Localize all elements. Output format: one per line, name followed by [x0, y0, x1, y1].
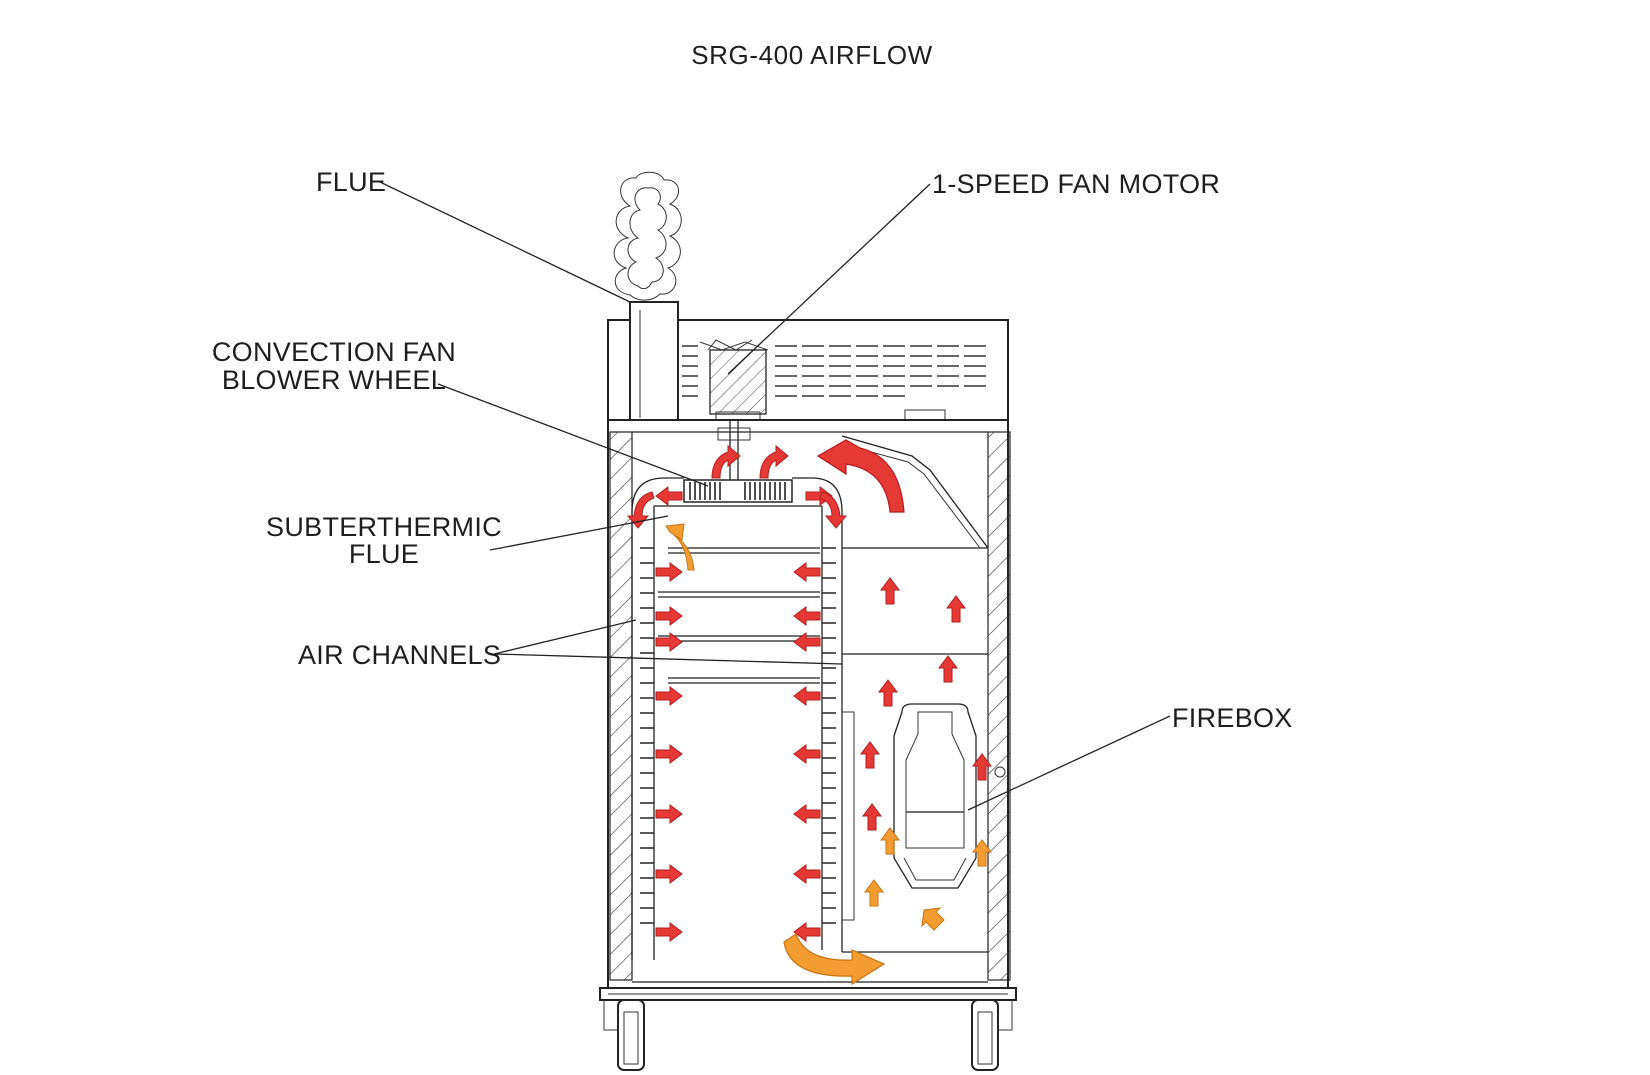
hot-air-curl-right — [759, 444, 789, 479]
airflow-arrows — [626, 439, 992, 986]
hot-air-arrow — [793, 606, 821, 626]
air-channel-leader-2 — [493, 653, 843, 665]
leader-lines — [379, 181, 1171, 811]
hot-air-arrow — [655, 486, 683, 506]
label-fan-motor: 1-SPEED FAN MOTOR — [932, 169, 1220, 199]
hot-air-up-arrow — [862, 803, 882, 831]
hot-air-arrow — [793, 686, 821, 706]
hot-air-up-arrow — [860, 741, 880, 769]
hot-air-up-arrow — [878, 679, 898, 707]
vent-louvers — [682, 345, 986, 397]
hot-air-up-arrow — [880, 577, 900, 605]
hot-air-arrow — [655, 922, 683, 942]
warm-air-up-arrow — [972, 839, 992, 867]
hot-air-up-arrow — [972, 753, 992, 781]
left-insulation — [609, 431, 633, 981]
air-channel-leader-1 — [493, 619, 637, 655]
hot-air-arrow — [655, 864, 683, 884]
diagram-title: SRG-400 AIRFLOW — [691, 40, 933, 70]
fan-motor — [699, 339, 769, 421]
label-blower-line1: CONVECTION FAN — [212, 337, 456, 367]
warm-air-curved-arrow — [665, 523, 695, 571]
blower-wheel — [683, 479, 793, 503]
warm-air-up-arrow — [880, 827, 900, 855]
right-insulation — [987, 431, 1011, 981]
hot-air-corner-arrow — [626, 491, 655, 529]
label-subtherm-line2: FLUE — [349, 539, 419, 569]
hot-air-arrow — [793, 804, 821, 824]
flue-leader — [379, 181, 631, 303]
cabinet — [607, 419, 1011, 989]
top-housing — [607, 301, 1009, 421]
warm-air-up-arrow — [921, 907, 945, 931]
smoke-plume — [613, 171, 682, 301]
rack-shelves — [658, 547, 820, 684]
firebox-leader — [967, 715, 1171, 811]
hot-air-curved-arrow — [816, 439, 905, 513]
label-air-channels: AIR CHANNELS — [298, 640, 501, 670]
hot-air-arrow — [655, 804, 683, 824]
hot-air-arrow — [655, 744, 683, 764]
hot-air-arrow — [793, 864, 821, 884]
hot-air-arrow — [793, 744, 821, 764]
fan-motor-leader — [727, 183, 931, 375]
hot-air-up-arrow — [946, 595, 966, 623]
hot-air-corner-arrow — [819, 491, 848, 529]
hot-air-arrow — [793, 632, 821, 652]
label-blower-line2: BLOWER WHEEL — [222, 365, 446, 395]
hot-air-up-arrow — [938, 655, 958, 683]
base-wheels — [599, 987, 1017, 1071]
hot-air-arrow — [655, 562, 683, 582]
flue-chimney — [629, 301, 679, 421]
firebox-shape — [893, 703, 977, 889]
blower-wheel-leader — [437, 383, 709, 487]
warm-air-up-arrow — [864, 879, 884, 907]
hot-air-curl-left — [711, 444, 741, 479]
label-subtherm-line1: SUBTERTHERMIC — [266, 512, 502, 542]
label-firebox: FIREBOX — [1172, 703, 1293, 733]
subtherm-flue-leader — [489, 515, 669, 551]
label-flue: FLUE — [316, 167, 386, 197]
hot-air-arrow — [793, 922, 821, 942]
rack-slides — [640, 547, 836, 924]
hot-air-arrow — [793, 562, 821, 582]
hot-air-arrow — [655, 686, 683, 706]
hot-air-arrow — [655, 606, 683, 626]
hot-air-arrow — [655, 632, 683, 652]
warm-air-curved-arrow — [783, 933, 886, 986]
